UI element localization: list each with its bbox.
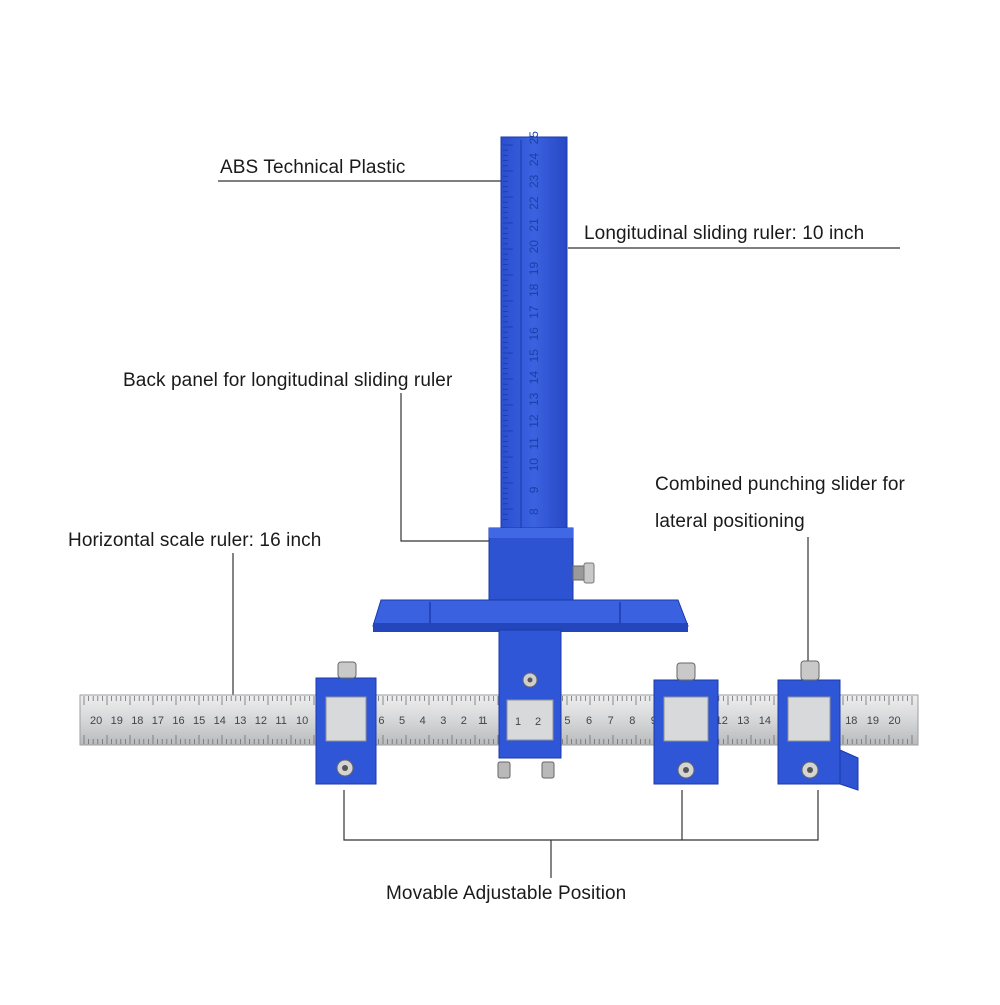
ruler-number: 6 xyxy=(586,715,592,727)
ruler-number: 3 xyxy=(440,715,446,727)
ruler-number: 4 xyxy=(420,715,426,727)
ruler-number: 12 xyxy=(716,715,728,727)
ruler-number: 17 xyxy=(152,715,164,727)
ruler-number: 10 xyxy=(296,715,308,727)
vertical-number: 16 xyxy=(527,327,541,341)
vertical-number: 20 xyxy=(527,240,541,254)
vertical-number: 10 xyxy=(527,458,541,472)
vertical-number: 22 xyxy=(527,196,541,210)
ruler-number: 1 xyxy=(478,715,484,727)
vertical-scale-ticks xyxy=(503,144,513,520)
vertical-number: 8 xyxy=(527,508,541,515)
ruler-number: 14 xyxy=(214,715,226,727)
vertical-number: 11 xyxy=(527,437,541,450)
svg-text:2: 2 xyxy=(535,716,541,728)
label-longitudinal-ruler: Longitudinal sliding ruler: 10 inch xyxy=(584,223,865,244)
leader-movable xyxy=(343,790,819,841)
ruler-number: 8 xyxy=(629,715,635,727)
slider-middle xyxy=(653,662,719,785)
vertical-number: 21 xyxy=(527,218,541,232)
vertical-number: 9 xyxy=(527,486,541,493)
ruler-number: 19 xyxy=(867,715,879,727)
vertical-number: 23 xyxy=(527,174,541,188)
label-abs-technical-plastic: ABS Technical Plastic xyxy=(220,157,406,178)
ruler-number: 20 xyxy=(90,715,102,727)
ruler-number: 12 xyxy=(255,715,267,727)
ruler-number: 20 xyxy=(888,715,900,727)
ruler-number: 6 xyxy=(378,715,384,727)
ruler-number: 18 xyxy=(845,715,857,727)
vertical-number: 19 xyxy=(527,262,541,276)
center-carriage: 1 2 xyxy=(497,629,562,779)
ruler-number: 13 xyxy=(234,715,246,727)
vertical-number: 24 xyxy=(527,153,541,167)
ruler-number: 16 xyxy=(172,715,184,727)
ruler-number: 1 xyxy=(481,715,487,727)
ruler-number: 18 xyxy=(131,715,143,727)
vertical-number: 12 xyxy=(527,414,541,428)
ruler-number: 13 xyxy=(737,715,749,727)
longitudinal-ruler: 8 9 10 11 12 13 14 15 16 17 18 19 20 21 22 23 24 25 xyxy=(500,131,568,558)
vertical-number: 13 xyxy=(527,392,541,406)
vertical-number: 18 xyxy=(527,283,541,297)
leader-back-panel xyxy=(400,393,497,542)
label-movable-position: Movable Adjustable Position xyxy=(386,883,627,904)
label-back-panel: Back panel for longitudinal sliding rule… xyxy=(123,370,453,391)
vertical-number: 25 xyxy=(527,131,541,145)
label-combined-slider-line1: Combined punching slider for xyxy=(655,474,905,495)
ruler-number: 5 xyxy=(399,715,405,727)
ruler-number: 14 xyxy=(759,715,771,727)
vertical-number: 15 xyxy=(527,349,541,363)
vertical-number: 14 xyxy=(527,371,541,385)
ruler-number: 19 xyxy=(111,715,123,727)
slider-left xyxy=(315,661,377,785)
ruler-number: 5 xyxy=(564,715,570,727)
slider-right xyxy=(777,660,859,791)
vertical-scale-numbers: 8 9 10 11 12 13 14 15 16 17 18 19 20 21 22 23 24 25 xyxy=(527,131,541,515)
ruler-number: 15 xyxy=(193,715,205,727)
horizontal-plate xyxy=(372,599,689,632)
vertical-number: 17 xyxy=(527,305,541,319)
ruler-number: 11 xyxy=(275,715,286,727)
label-horizontal-ruler: Horizontal scale ruler: 16 inch xyxy=(68,530,322,551)
label-combined-slider-line2: lateral positioning xyxy=(655,511,805,532)
ruler-number: 7 xyxy=(608,715,614,727)
svg-text:1: 1 xyxy=(515,716,521,728)
leader-lines xyxy=(218,180,900,878)
ruler-number: 2 xyxy=(461,715,467,727)
